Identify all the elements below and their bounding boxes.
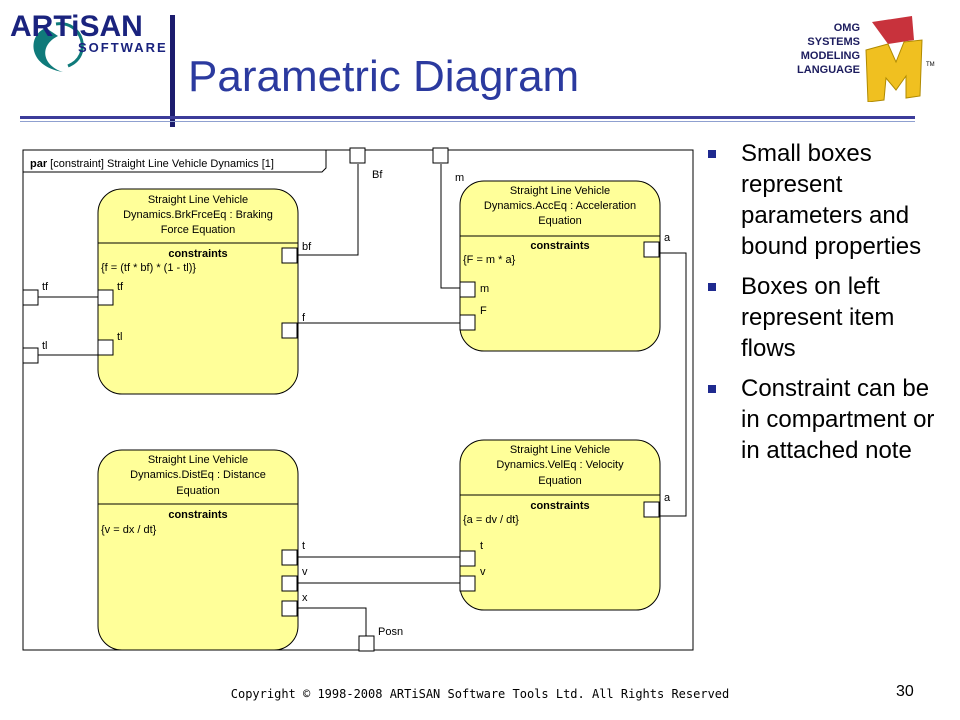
port-label-a: a: [664, 492, 671, 504]
block-title-line: Dynamics.DistEq : Distance: [130, 469, 266, 481]
omg-logo-line: LANGUAGE: [797, 64, 860, 76]
port-label-a: a: [664, 232, 671, 244]
omg-logo-line: OMG: [834, 22, 860, 34]
connector-bf: [298, 164, 359, 256]
block-title-line: Straight Line Vehicle: [148, 194, 248, 206]
port-label-v: v: [302, 566, 308, 578]
constraints-heading: constraints: [530, 240, 589, 252]
connector-x: [298, 607, 367, 636]
port-label-v: v: [480, 566, 486, 578]
port-label-t: t: [302, 540, 305, 552]
sysml-m-icon: [865, 39, 923, 102]
artisan-swoosh-ring-icon: [55, 22, 84, 68]
artisan-logo-text: ARTiSAN: [10, 10, 143, 43]
title-underline: [20, 116, 915, 119]
title-vertical-bar: [170, 15, 175, 127]
artisan-logo: ARTiSAN SOFTWARE: [10, 10, 168, 72]
artisan-swoosh-icon: [33, 28, 63, 72]
bullet-item: Boxes on left represent item flows: [705, 271, 940, 364]
connector-m: [440, 164, 460, 289]
block-title-line: Straight Line Vehicle: [510, 444, 610, 456]
omg-logo-line: MODELING: [801, 50, 860, 62]
sysml-s-icon: [872, 16, 914, 44]
port-tf[interactable]: [97, 289, 114, 306]
omg-logo-text: OMG SYSTEMS MODELING LANGUAGE: [797, 22, 860, 76]
constraint-equation: {a = dv / dt}: [463, 514, 519, 526]
connectors: [38, 164, 687, 636]
port-t-vel[interactable]: [459, 550, 476, 567]
bullet-item: Constraint can be in compartment or in a…: [705, 373, 940, 466]
port-m[interactable]: [459, 281, 476, 298]
bullet-square-icon: [708, 150, 716, 158]
parametric-diagram: .blk { fill:#ffff99; stroke:#000; stroke…: [22, 147, 694, 652]
port-label-F: F: [480, 305, 487, 317]
block-title-line: Force Equation: [161, 224, 236, 236]
page-number: 30: [896, 683, 914, 700]
constraint-block-braking-force[interactable]: Straight Line Vehicle Dynamics.BrkFrceEq…: [97, 188, 299, 395]
frame-param-bf[interactable]: [349, 147, 366, 164]
sysml-logo: OMG SYSTEMS MODELING LANGUAGE TM: [797, 16, 935, 102]
block-title-line: Straight Line Vehicle: [148, 454, 248, 466]
frame-param-label-posn: Posn: [378, 626, 403, 638]
frame-param-tf[interactable]: [22, 289, 39, 306]
port-label-bf: bf: [302, 241, 312, 253]
frame-param-posn[interactable]: [358, 635, 375, 652]
bullet-list: Small boxes represent parameters and bou…: [705, 138, 940, 475]
constraint-equation: {v = dx / dt}: [101, 524, 157, 536]
port-label-tf: tf: [117, 281, 124, 293]
bullet-square-icon: [708, 283, 716, 291]
port-label-x: x: [302, 592, 308, 604]
footer-copyright: Copyright © 1998-2008 ARTiSAN Software T…: [230, 687, 730, 701]
constraint-block-acceleration[interactable]: Straight Line Vehicle Dynamics.AccEq : A…: [459, 180, 661, 352]
port-F[interactable]: [459, 314, 476, 331]
constraint-block-velocity[interactable]: Straight Line Vehicle Dynamics.VelEq : V…: [459, 439, 661, 611]
block-title-line: Straight Line Vehicle: [510, 185, 610, 197]
port-tl[interactable]: [97, 339, 114, 356]
diagram-frame-label: par [constraint] Straight Line Vehicle D…: [30, 158, 274, 170]
block-title-line: Equation: [538, 215, 581, 227]
block-title-line: Equation: [176, 485, 219, 497]
port-v-dist[interactable]: [281, 575, 298, 592]
port-v-vel[interactable]: [459, 575, 476, 592]
slide-title: Parametric Diagram: [188, 52, 580, 101]
port-label-f: f: [302, 312, 306, 324]
port-a-vel[interactable]: [643, 501, 660, 518]
port-bf[interactable]: [281, 247, 298, 264]
port-f[interactable]: [281, 322, 298, 339]
sysml-tm: TM: [926, 62, 935, 68]
constraint-block-distance[interactable]: Straight Line Vehicle Dynamics.DistEq : …: [97, 449, 299, 651]
port-t-dist[interactable]: [281, 549, 298, 566]
block-title-line: Dynamics.VelEq : Velocity: [496, 459, 624, 471]
frame-param-label-tl: tl: [42, 340, 48, 352]
frame-param-label-m: m: [455, 172, 464, 184]
bullet-item: Small boxes represent parameters and bou…: [705, 138, 940, 262]
block-title-line: Dynamics.AccEq : Acceleration: [484, 200, 636, 212]
frame-param-tl[interactable]: [22, 347, 39, 364]
bullet-square-icon: [708, 385, 716, 393]
constraint-equation: {f = (tf * bf) * (1 - tl)}: [101, 262, 196, 274]
connector-a: [659, 252, 687, 517]
frame-param-label-tf: tf: [42, 281, 49, 293]
block-title-line: Equation: [538, 475, 581, 487]
constraints-heading: constraints: [168, 509, 227, 521]
frame-param-label-bf: Bf: [372, 169, 383, 181]
frame-param-m[interactable]: [432, 147, 449, 164]
constraints-heading: constraints: [530, 500, 589, 512]
constraint-equation: {F = m * a}: [463, 254, 516, 266]
port-label-m: m: [480, 283, 489, 295]
port-x[interactable]: [281, 600, 298, 617]
artisan-logo-subtext: SOFTWARE: [78, 40, 168, 55]
title-underline-thin: [20, 121, 915, 122]
constraints-heading: constraints: [168, 248, 227, 260]
block-title-line: Dynamics.BrkFrceEq : Braking: [123, 209, 273, 221]
omg-logo-line: SYSTEMS: [807, 36, 860, 48]
diagram-frame-tab: [23, 150, 327, 173]
port-label-tl: tl: [117, 331, 123, 343]
port-label-t: t: [480, 540, 483, 552]
port-a-acc[interactable]: [643, 241, 660, 258]
